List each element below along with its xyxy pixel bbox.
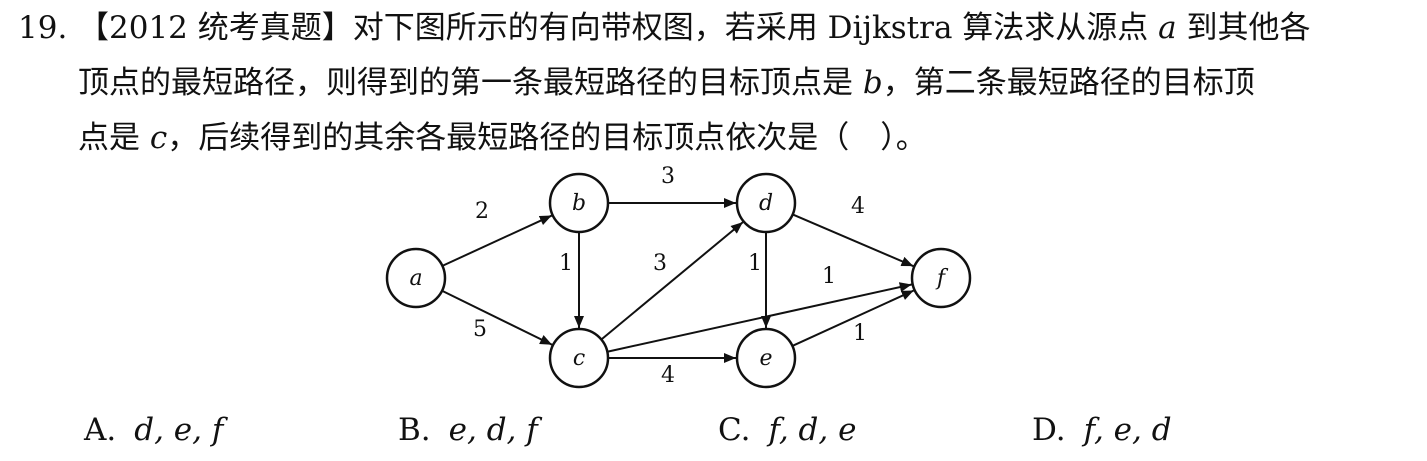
option-d-letter: D. [1032, 412, 1066, 448]
edge-e-f [791, 289, 915, 347]
edge-c-f [607, 282, 912, 353]
question-line-1: 19. 【2012 统考真题】对下图所示的有向带权图，若采用 Dijkstra 算… [0, 8, 1311, 48]
node-e: e [735, 327, 797, 389]
question-text-1: 对下图所示的有向带权图，若采用 Dijkstra 算法求从源点 [352, 10, 1159, 46]
option-a-letter: A. [84, 412, 117, 448]
question-text-3-tail: ，后续得到的其余各最短路径的目标顶点依次是（ ）。 [167, 120, 927, 156]
question-number: 19. [18, 10, 68, 46]
edge-d-f [792, 213, 914, 268]
edge-weight-c-e: 4 [661, 363, 675, 388]
node-b: b [548, 172, 610, 234]
edge-weight-c-d: 3 [653, 251, 667, 276]
edge-a-c [441, 289, 553, 346]
node-a: a [385, 247, 447, 309]
edge-weight-b-c: 1 [559, 251, 573, 276]
node-d: d [735, 172, 797, 234]
var-c: c [149, 120, 168, 156]
option-a[interactable]: A. d, e, f [84, 410, 223, 450]
node-label-e: e [759, 346, 772, 371]
option-d[interactable]: D. f, e, d [1032, 410, 1172, 450]
option-d-value: f, e, d [1083, 412, 1172, 448]
option-b-letter: B. [398, 412, 431, 448]
question-text-1-tail: 到其他各 [1176, 10, 1311, 46]
option-c[interactable]: C. f, d, e [718, 410, 856, 450]
edge-weight-d-f: 4 [851, 194, 865, 219]
node-f: f [910, 247, 972, 309]
edge-a-b [441, 214, 553, 267]
edge-weight-b-d: 3 [661, 164, 675, 189]
option-c-value: f, d, e [768, 412, 857, 448]
question-line-2: 顶点的最短路径，则得到的第一条最短路径的目标顶点是 b，第二条最短路径的目标顶 [0, 63, 1255, 103]
edge-weight-e-f: 1 [853, 321, 867, 346]
question-text-3-head: 点是 [78, 120, 150, 156]
node-label-c: c [573, 346, 585, 371]
option-b-value: e, d, f [448, 412, 538, 448]
edge-weight-a-c: 5 [473, 317, 487, 342]
option-b[interactable]: B. e, d, f [398, 410, 538, 450]
var-b: b [862, 65, 883, 101]
option-c-letter: C. [718, 412, 751, 448]
question-text-2-tail: ，第二条最短路径的目标顶 [882, 65, 1255, 101]
question-source-tag: 【2012 统考真题】 [78, 10, 353, 46]
edge-c-d [600, 221, 744, 341]
edge-weight-d-e: 1 [748, 251, 762, 276]
node-c: c [548, 327, 610, 389]
edge-weight-a-b: 2 [475, 199, 489, 224]
question-line-3: 点是 c，后续得到的其余各最短路径的目标顶点依次是（ ）。 [0, 118, 927, 158]
node-label-a: a [409, 266, 422, 291]
edge-weight-c-f: 1 [822, 264, 836, 289]
option-a-value: d, e, f [134, 412, 224, 448]
var-a: a [1158, 10, 1177, 46]
question-text-2: 顶点的最短路径，则得到的第一条最短路径的目标顶点是 [78, 65, 863, 101]
node-label-b: b [572, 191, 586, 216]
node-label-d: d [759, 191, 773, 216]
